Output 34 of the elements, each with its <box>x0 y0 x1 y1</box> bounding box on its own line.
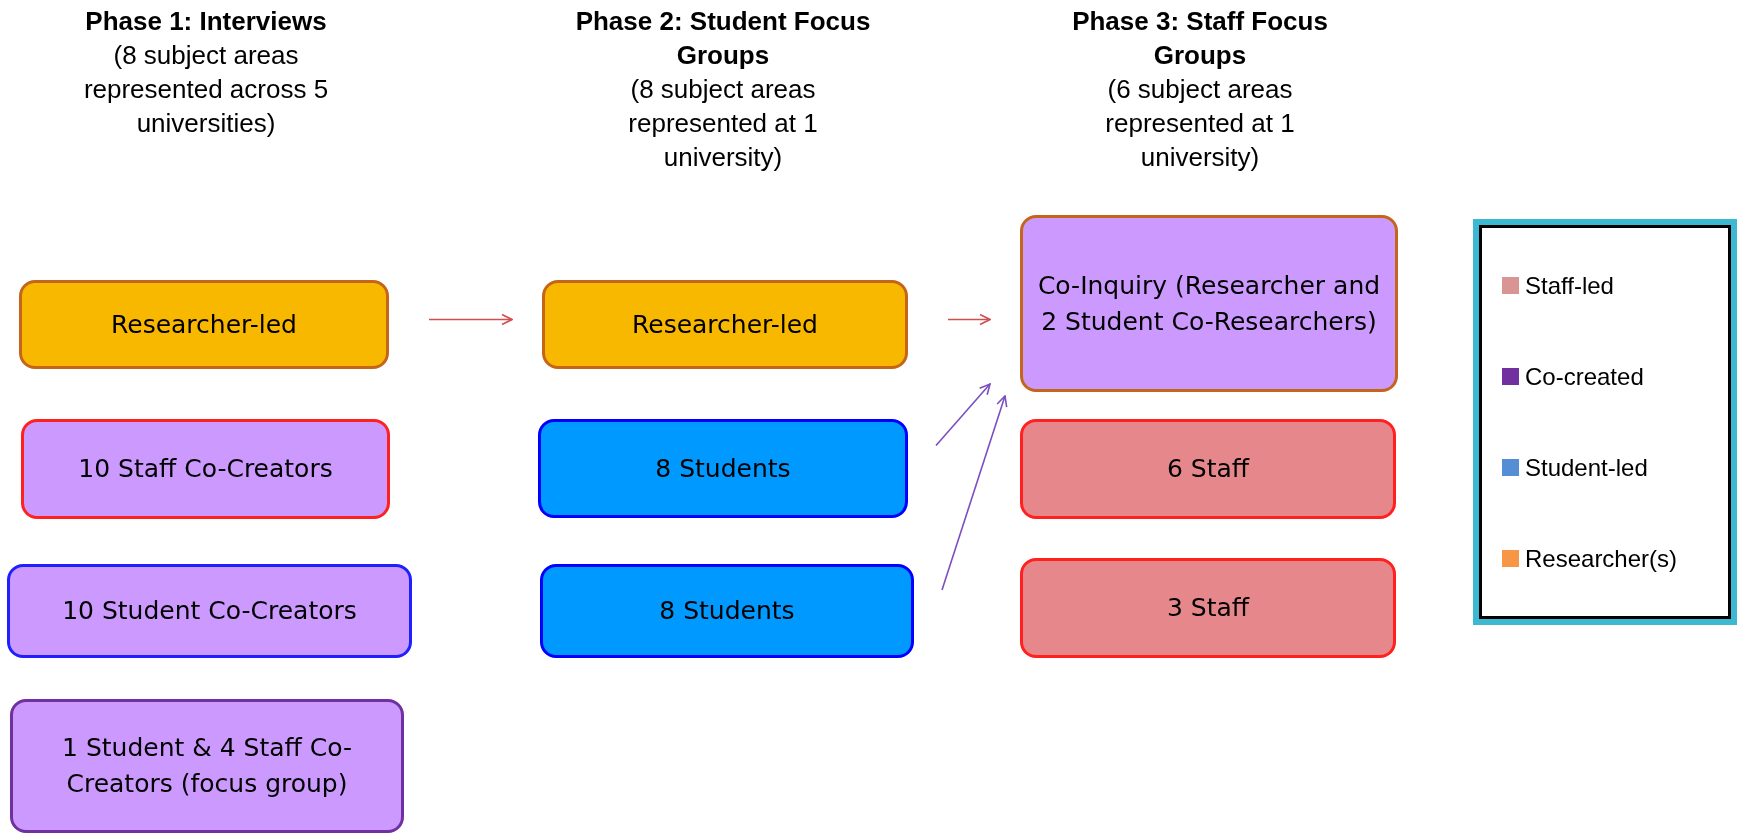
group-box <box>542 280 908 369</box>
box-label: Researcher-led <box>111 308 297 341</box>
arrow <box>935 383 991 447</box>
box-label: 6 Staff <box>1166 453 1250 485</box>
phase-description: (6 subject areas represented at 1 university) <box>1104 73 1296 174</box>
group-box <box>10 699 404 833</box>
arrow <box>941 395 1008 591</box>
legend-label: Co-created <box>1525 361 1644 392</box>
group-box <box>21 419 390 519</box>
arrow <box>947 313 991 326</box>
box-label: 10 Student Co-Creators <box>62 595 357 627</box>
group-box <box>538 419 908 518</box>
box-label: Co-Inquiry (Researcher and 2 Student Co-Researchers) <box>1036 269 1382 338</box>
phase-description: (8 subject areas represented across 5 universities) <box>82 39 330 140</box>
box-label: 10 Staff Co-Creators <box>78 453 333 485</box>
legend-label: Researcher(s) <box>1525 543 1678 574</box>
box-label: Researcher-led <box>632 308 818 341</box>
group-box <box>19 280 389 369</box>
legend-label: Student-led <box>1525 452 1648 483</box>
phase-heading: Phase 2: Student Focus Groups <box>574 5 872 72</box>
group-box <box>540 564 914 658</box>
box-label: 3 Staff <box>1166 592 1250 624</box>
legend-label: Staff-led <box>1525 270 1614 301</box>
box-label: 8 Students <box>659 595 795 627</box>
group-box <box>7 564 412 658</box>
arrow <box>428 313 513 326</box>
phase-heading: Phase 3: Staff Focus Groups <box>1071 5 1329 72</box>
box-label: 1 Student & 4 Staff Co-Creators (focus group) <box>61 732 353 800</box>
group-box <box>1020 215 1398 392</box>
group-box <box>1020 558 1396 658</box>
group-box <box>1020 419 1396 519</box>
phase-heading: Phase 1: Interviews <box>84 5 328 38</box>
phase-description: (8 subject areas represented at 1 university) <box>627 73 819 174</box>
box-label: 8 Students <box>655 452 791 485</box>
